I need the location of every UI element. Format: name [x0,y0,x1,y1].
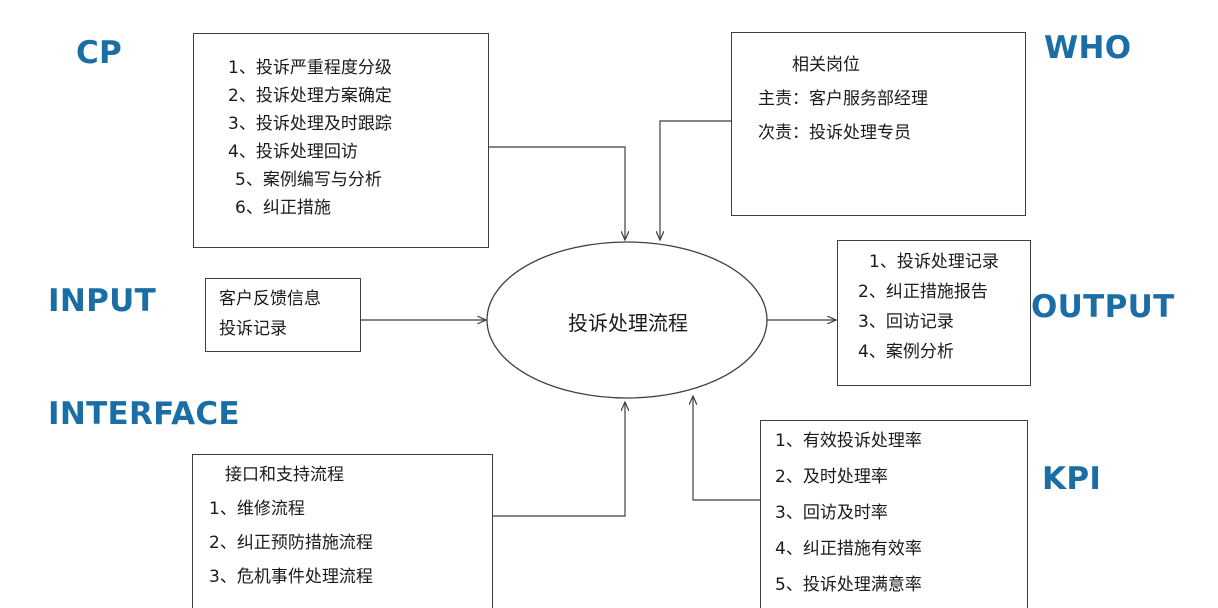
input-box: 客户反馈信息 投诉记录 [205,278,361,352]
wire-who-to-process [660,120,731,240]
tag-input: INPUT [48,283,157,319]
interface-line-2: 2、纠正预防措施流程 [209,533,373,553]
interface-title: 接口和支持流程 [225,465,344,485]
who-secondary-owner: 次责：投诉处理专员 [758,123,911,143]
kpi-line-4: 4、纠正措施有效率 [775,539,922,559]
interface-box: 接口和支持流程 1、维修流程 2、纠正预防措施流程 3、危机事件处理流程 [192,454,493,608]
cp-line-1: 1、投诉严重程度分级 [228,58,392,78]
cp-line-6: 6、纠正措施 [235,198,331,218]
wire-cp-to-process [489,146,625,240]
kpi-line-2: 2、及时处理率 [775,467,888,487]
tag-kpi: KPI [1042,461,1102,497]
kpi-line-3: 3、回访及时率 [775,503,888,523]
interface-line-3: 3、危机事件处理流程 [209,567,373,587]
tag-cp: CP [76,35,123,71]
kpi-line-5: 5、投诉处理满意率 [775,575,922,595]
who-title: 相关岗位 [792,55,860,75]
cp-line-2: 2、投诉处理方案确定 [228,86,392,106]
wire-kpi-to-process [693,396,760,501]
tag-output: OUTPUT [1031,289,1175,325]
cp-line-3: 3、投诉处理及时跟踪 [228,114,392,134]
output-line-4: 4、案例分析 [858,342,954,362]
process-ellipse-label: 投诉处理流程 [568,311,688,335]
kpi-box: 1、有效投诉处理率 2、及时处理率 3、回访及时率 4、纠正措施有效率 5、投诉… [760,420,1028,608]
input-line-2: 投诉记录 [219,319,287,339]
tag-interface: INTERFACE [48,396,240,432]
output-box: 1、投诉处理记录 2、纠正措施报告 3、回访记录 4、案例分析 [837,240,1031,386]
output-line-1: 1、投诉处理记录 [869,252,999,272]
tag-who: WHO [1044,30,1132,66]
who-box: 相关岗位 主责：客户服务部经理 次责：投诉处理专员 [731,32,1026,216]
cp-line-4: 4、投诉处理回访 [228,142,358,162]
output-line-2: 2、纠正措施报告 [858,282,988,302]
cp-line-5: 5、案例编写与分析 [235,170,382,190]
interface-line-1: 1、维修流程 [209,499,305,519]
cp-box: 1、投诉严重程度分级 2、投诉处理方案确定 3、投诉处理及时跟踪 4、投诉处理回… [193,33,489,248]
output-line-3: 3、回访记录 [858,312,954,332]
who-primary-owner: 主责：客户服务部经理 [758,89,928,109]
input-line-1: 客户反馈信息 [219,289,321,309]
wire-interface-to-process [493,402,625,517]
kpi-line-1: 1、有效投诉处理率 [775,431,922,451]
